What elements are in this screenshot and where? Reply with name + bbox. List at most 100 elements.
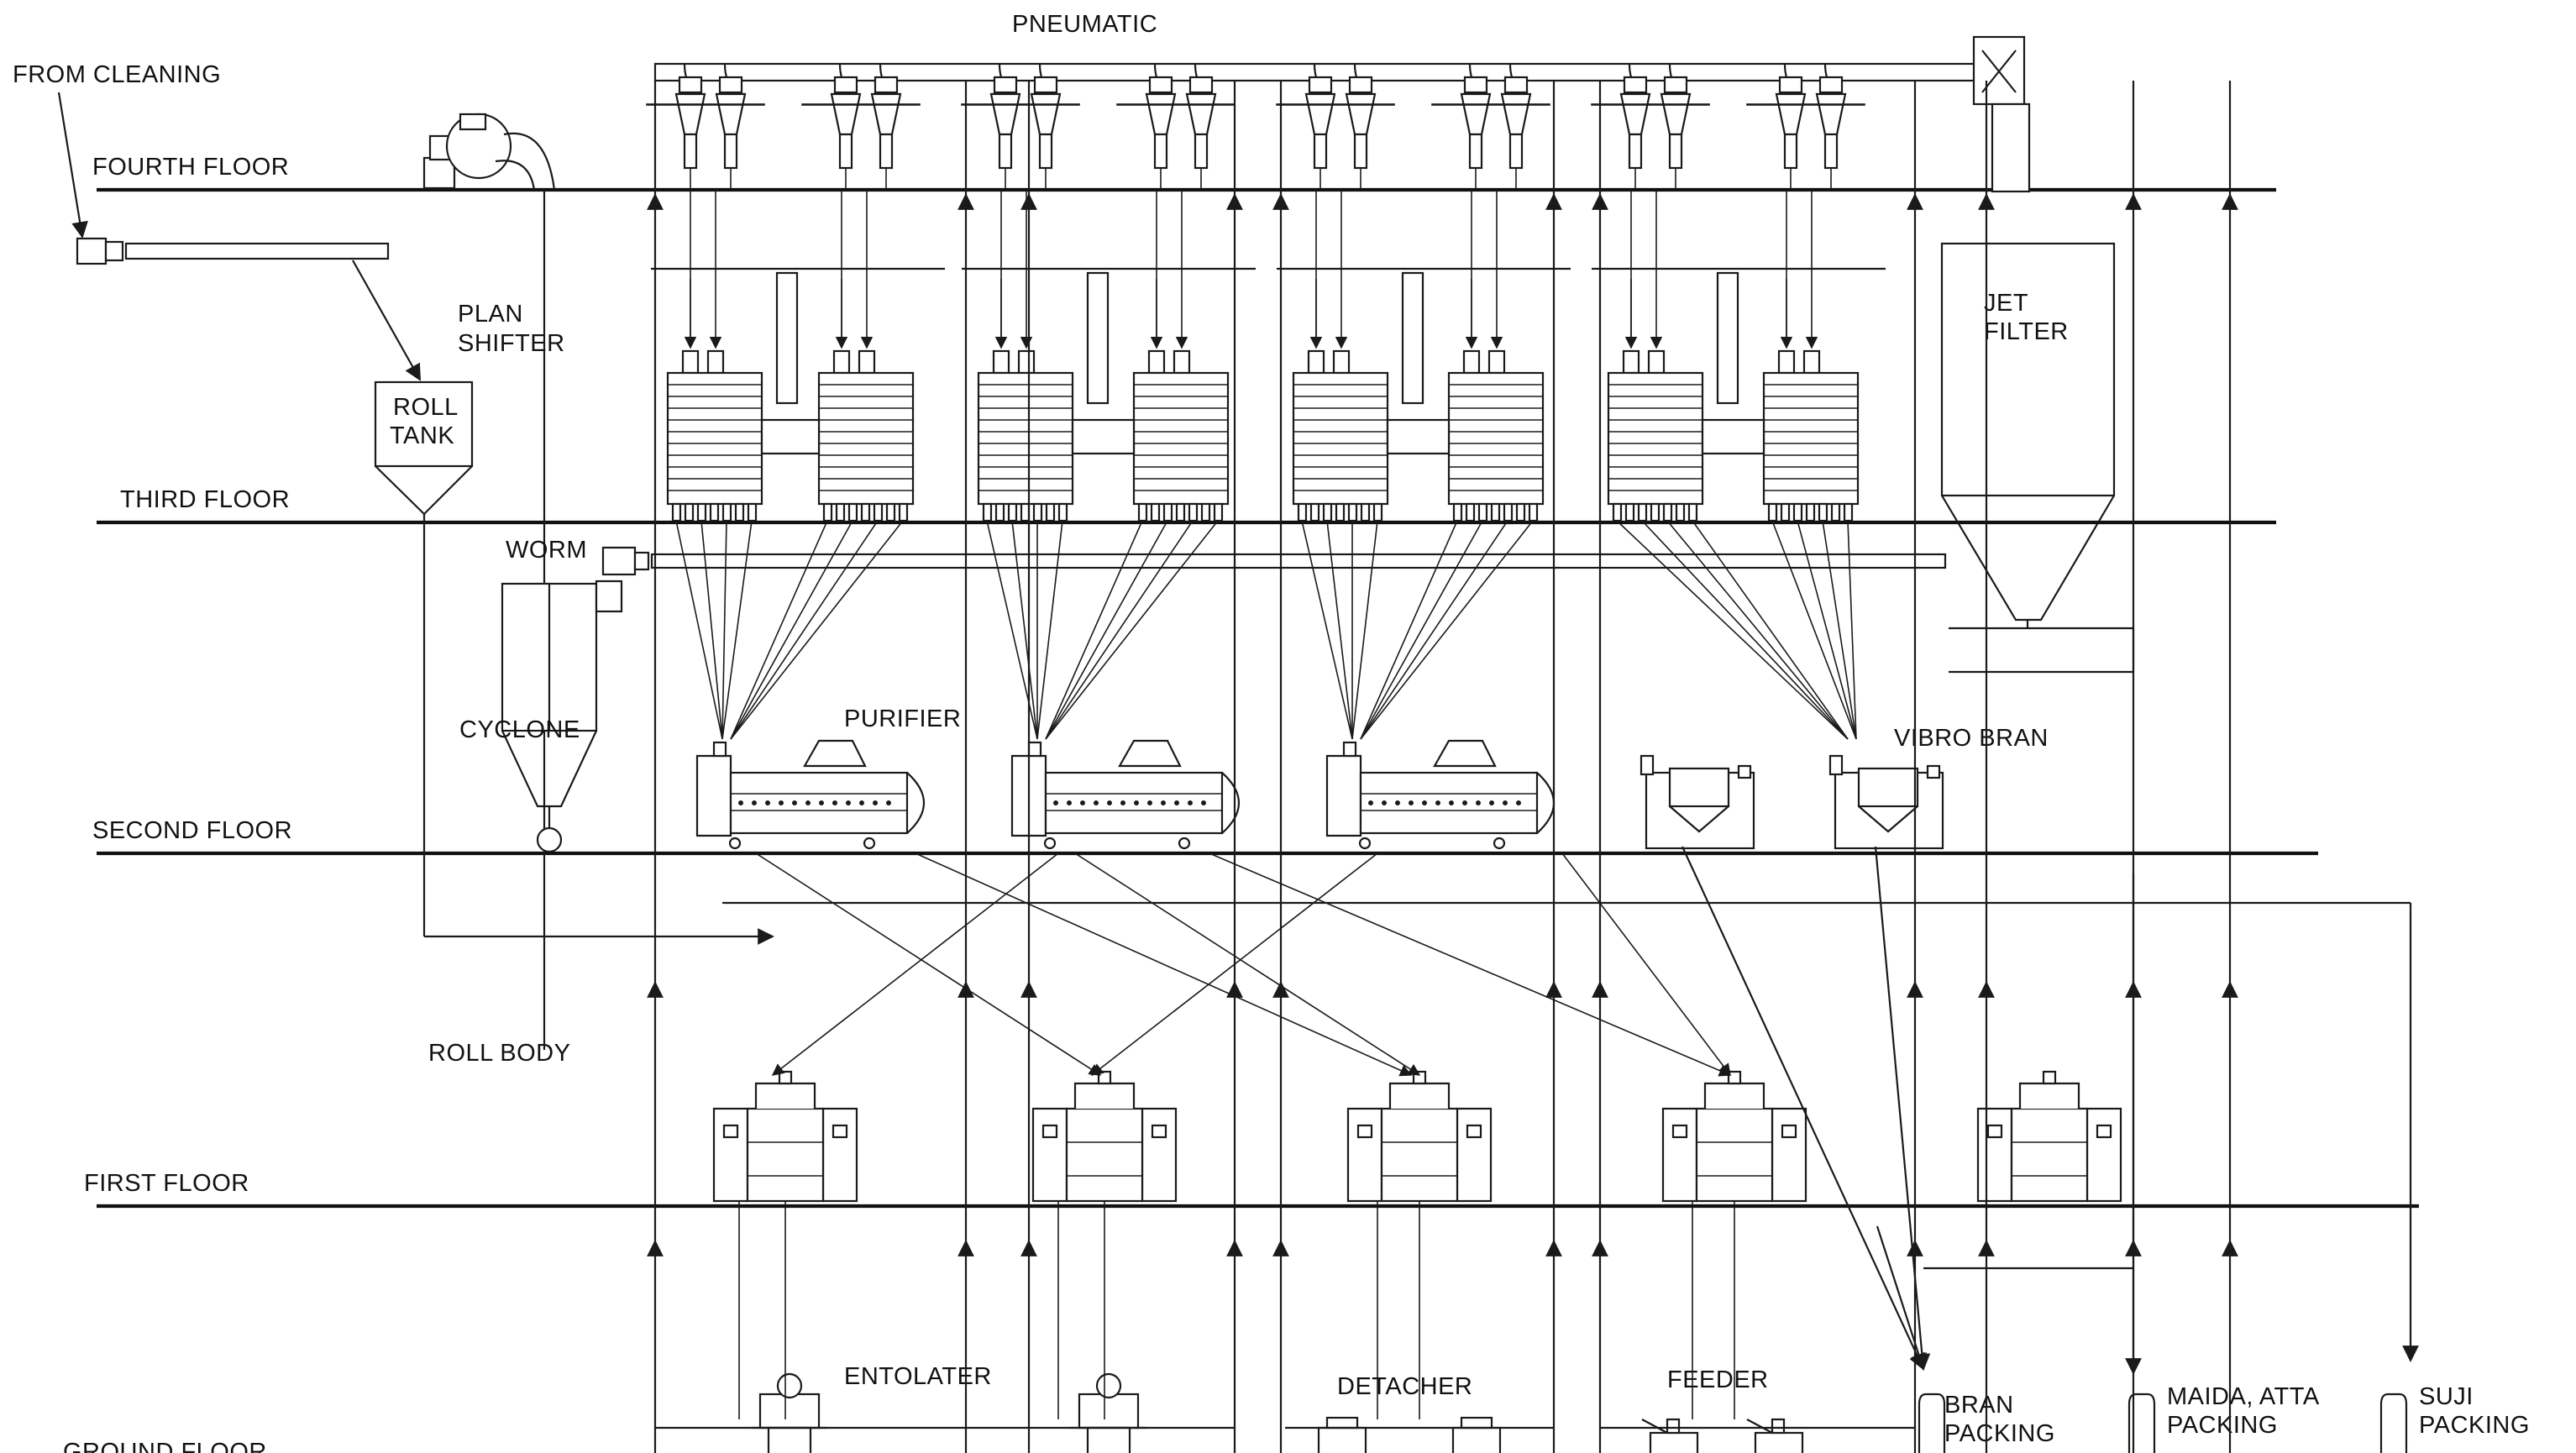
vibro-bran-label: VIBRO BRAN	[1894, 725, 2049, 752]
distribution-line	[1360, 520, 1483, 740]
pneumatic-cyclone	[1304, 63, 1336, 189]
conveyor-to-roll-tank	[352, 260, 421, 381]
pneumatic-cyclone	[1619, 63, 1651, 189]
roll-tank	[374, 380, 474, 522]
cyclone-frame-line	[1276, 103, 1395, 106]
pipe-network	[647, 81, 2419, 1453]
vibro-bran-units	[1640, 754, 1944, 850]
roll-tank-label-line2: TANK	[390, 422, 454, 449]
roll-bodies	[712, 1070, 2122, 1203]
pneumatic-cyclone	[1500, 63, 1532, 189]
cyclone-frame-line	[801, 103, 921, 106]
cyclone-frame-line	[1746, 103, 1865, 106]
plan-shifter	[962, 190, 1256, 522]
pneumatic-cyclone	[1815, 63, 1847, 189]
plan-shifter	[817, 190, 915, 522]
distribution-line	[1045, 520, 1168, 740]
cyclone-frame-line	[1591, 103, 1710, 106]
pneumatic-cyclone	[1460, 63, 1492, 189]
distribution-line	[721, 520, 753, 740]
roll-feed-line	[755, 852, 1102, 1076]
pneumatic-cyclone	[870, 63, 902, 189]
roll-body-unit	[712, 1070, 858, 1203]
distribution-line	[730, 520, 853, 740]
plan-shifter	[1447, 190, 1545, 522]
roll-feed-line	[771, 852, 1059, 1076]
cyclone-frame-line	[646, 103, 765, 106]
ground-floor-label: GROUND FLOOR	[63, 1439, 267, 1453]
vibro-bran-unit	[1828, 754, 1944, 850]
second-floor-label: SECOND FLOOR	[92, 817, 292, 844]
distribution-line	[675, 520, 723, 740]
plan-shifter	[1592, 190, 1886, 522]
cyclone-frame-line	[1431, 103, 1550, 106]
shifter-drive-frame	[1071, 418, 1136, 455]
pneumatic-cyclone	[830, 63, 862, 189]
distribution-line	[1360, 520, 1458, 740]
bran-packing-label-line2: PACKING	[1944, 1420, 2055, 1447]
distribution-line	[1351, 520, 1378, 740]
pneumatic-cyclone	[715, 63, 747, 189]
distribution-line	[1616, 520, 1849, 740]
pneumatic-cyclone	[1030, 63, 1062, 189]
maida-packing-label-line1: MAIDA, ATTA	[2167, 1383, 2320, 1410]
worm-label: WORM	[506, 537, 587, 564]
feeder-label: FEEDER	[1667, 1366, 1769, 1393]
detacher-unit	[1317, 1416, 1367, 1453]
entolater-unit	[1071, 1372, 1146, 1453]
entolater-label: ENTOLATER	[844, 1363, 992, 1390]
roll-feed-line	[1090, 852, 1378, 1076]
roll-body-unit	[1661, 1070, 1807, 1203]
distribution-line	[1797, 520, 1857, 740]
distribution-line	[1326, 520, 1353, 740]
plan-shifter	[1132, 190, 1230, 522]
pneumatic-label: PNEUMATIC	[1012, 11, 1157, 38]
distribution-line	[1771, 520, 1857, 740]
first-floor-label: FIRST FLOOR	[84, 1170, 249, 1197]
feeder-unit	[1746, 1418, 1804, 1453]
detacher-label: DETACHER	[1337, 1373, 1472, 1400]
roll-body-unit	[1976, 1070, 2122, 1203]
distribution-line	[1011, 520, 1038, 740]
pneumatic-cyclone	[989, 63, 1021, 189]
purifier-unit	[695, 739, 926, 850]
packing-bag	[2379, 1393, 2408, 1453]
pneumatic-cyclone	[1145, 63, 1177, 189]
purifier-label: PURIFIER	[844, 706, 961, 732]
cyclone-frame-line	[1116, 103, 1236, 106]
distribution-line	[1045, 520, 1194, 740]
maida-packing-label-line2: PACKING	[2167, 1412, 2278, 1439]
pneumatic-cyclone	[1345, 63, 1377, 189]
shifter-drive-frame	[760, 418, 821, 455]
distribution-line	[1360, 520, 1508, 740]
bran-packing-feed-line	[1876, 1225, 1927, 1371]
worm-conveyor	[601, 546, 1947, 576]
from-cleaning-label: FROM CLEANING	[13, 61, 221, 88]
plan-shifter-label-line2: SHIFTER	[458, 330, 565, 357]
plan-shifter	[1277, 190, 1571, 522]
distribution-line	[1045, 520, 1219, 740]
roll-body-unit	[1031, 1070, 1178, 1203]
cyclone-frame-line	[961, 103, 1080, 106]
suji-packing-label-line1: SUJI	[2419, 1383, 2474, 1410]
packing-bag	[2127, 1393, 2156, 1453]
distribution-line	[721, 520, 727, 740]
plan-shifters	[651, 190, 1886, 522]
plan-shifter-label-line1: PLAN	[458, 301, 523, 328]
purifier-unit	[1325, 739, 1556, 850]
bran-packing-label-line1: BRAN	[1944, 1392, 2014, 1419]
roll-body-unit	[1346, 1070, 1493, 1203]
distribution-line	[730, 520, 879, 740]
third-floor-label: THIRD FLOOR	[120, 486, 290, 513]
jet-filter-label-line2: FILTER	[1984, 318, 2069, 345]
entolater-unit	[752, 1372, 827, 1453]
packing-bags	[1918, 1393, 2408, 1453]
purifier-unit	[1010, 739, 1241, 850]
plan-shifter	[651, 190, 945, 522]
distribution-line	[986, 520, 1038, 740]
distribution-line	[1301, 520, 1353, 740]
distribution-line	[1360, 520, 1534, 740]
roll-feed-line	[1209, 852, 1732, 1077]
pneumatic-cyclone	[1660, 63, 1692, 189]
